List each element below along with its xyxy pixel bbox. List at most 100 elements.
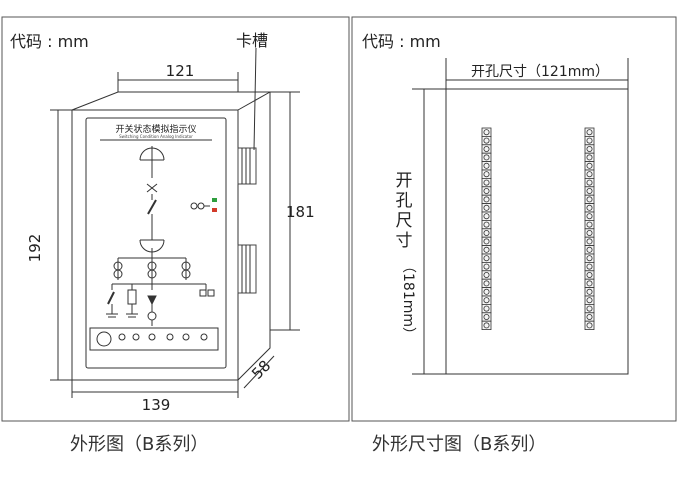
terminal-screw-icon xyxy=(483,246,490,253)
terminal-screw-icon xyxy=(483,154,490,161)
control-button-4 xyxy=(166,333,174,341)
terminal-screw-icon xyxy=(483,137,490,144)
terminal-screw-icon xyxy=(586,213,593,220)
terminal-screw-icon xyxy=(586,145,593,152)
right-caption: 外形尺寸图（B系列） xyxy=(372,434,547,455)
right-code-label: 代码 : mm xyxy=(362,32,441,51)
left-code-label: 代码 : mm xyxy=(10,32,89,51)
dim-bottom-label: 139 xyxy=(142,396,171,414)
terminal-screw-icon xyxy=(483,263,490,270)
upper-breaker-symbol xyxy=(139,147,165,161)
control-button-1 xyxy=(118,333,126,341)
terminal-screw-icon xyxy=(586,221,593,228)
dim-top-label: 121 xyxy=(166,62,195,80)
cutout-height-char-3: 尺 xyxy=(396,211,413,231)
led-green xyxy=(212,198,217,202)
cutout-outline xyxy=(445,88,629,375)
front-panel-inner xyxy=(85,117,227,369)
terminal-screw-icon xyxy=(586,263,593,270)
terminal-screw-icon xyxy=(586,313,593,320)
right-drawing xyxy=(412,58,629,375)
terminal-screw-icon xyxy=(586,288,593,295)
control-knob xyxy=(96,331,112,347)
terminal-screw-icon xyxy=(483,171,490,178)
cutout-height-char-4: 寸 xyxy=(396,231,413,251)
terminal-screw-icon xyxy=(483,288,490,295)
dim-left-label: 192 xyxy=(26,234,44,263)
terminal-screw-icon xyxy=(586,271,593,278)
dim-right-label: 181 xyxy=(286,203,315,221)
terminal-screw-icon xyxy=(586,297,593,304)
terminal-screw-icon xyxy=(586,129,593,136)
terminal-screw-icon xyxy=(483,162,490,169)
terminal-screw-icon xyxy=(483,129,490,136)
terminal-screw-icon xyxy=(483,229,490,236)
left-caption: 外形图（B系列） xyxy=(70,434,209,455)
control-button-5 xyxy=(182,333,190,341)
terminal-screw-icon xyxy=(483,196,490,203)
device-title: 开关状态模拟指示仪 xyxy=(115,123,196,135)
terminal-screw-icon xyxy=(483,145,490,152)
terminal-screw-icon xyxy=(586,204,593,211)
control-strip xyxy=(89,327,219,351)
indicator-box-1 xyxy=(199,289,207,297)
terminal-strip-right xyxy=(584,127,595,331)
terminal-screw-icon xyxy=(586,171,593,178)
cutout-height-value: （181mm） xyxy=(400,259,416,341)
terminal-screw-icon xyxy=(483,255,490,262)
switch-blade-symbol xyxy=(147,199,157,215)
terminal-screw-icon xyxy=(483,238,490,245)
terminal-screw-icon xyxy=(483,221,490,228)
terminal-screw-icon xyxy=(586,238,593,245)
terminal-screw-icon xyxy=(483,271,490,278)
control-button-2 xyxy=(132,333,140,341)
right-panel-border xyxy=(351,16,677,422)
terminal-screw-icon xyxy=(586,255,593,262)
terminal-screw-icon xyxy=(483,187,490,194)
terminal-screw-icon xyxy=(483,204,490,211)
ct-group-right xyxy=(181,258,191,280)
terminal-strip-left xyxy=(481,127,492,331)
slot-leader-line xyxy=(253,47,257,151)
terminal-screw-icon xyxy=(483,280,490,287)
terminal-cell xyxy=(584,320,595,331)
terminal-screw-icon xyxy=(483,213,490,220)
terminal-screw-icon xyxy=(586,187,593,194)
terminal-screw-icon xyxy=(586,305,593,312)
indicator-box-2 xyxy=(207,289,215,297)
cutout-height-char-2: 孔 xyxy=(396,191,413,211)
terminal-screw-icon xyxy=(586,162,593,169)
terminal-screw-icon xyxy=(586,137,593,144)
terminal-screw-icon xyxy=(483,305,490,312)
dim-depth-line xyxy=(243,355,275,389)
key-symbol xyxy=(190,202,210,210)
cutout-width-label: 开孔尺寸（121mm） xyxy=(471,64,609,80)
control-button-3 xyxy=(148,333,156,341)
terminal-screw-icon xyxy=(586,154,593,161)
terminal-screw-icon xyxy=(483,179,490,186)
terminal-screw-icon xyxy=(483,322,490,329)
slot-label: 卡槽 xyxy=(236,31,268,50)
terminal-strips xyxy=(481,127,595,331)
terminal-screw-icon xyxy=(483,313,490,320)
ct-group-center xyxy=(147,258,157,290)
terminal-screw-icon xyxy=(586,280,593,287)
led-red xyxy=(212,208,217,212)
case-depth-edge xyxy=(237,91,271,111)
terminal-cell xyxy=(481,320,492,331)
terminal-screw-icon xyxy=(483,297,490,304)
output-arrow xyxy=(147,295,157,306)
ct-group-left xyxy=(113,258,123,280)
terminal-screw-icon xyxy=(586,179,593,186)
slot-lower xyxy=(237,244,257,294)
terminal-screw-icon xyxy=(586,246,593,253)
left-panel-border xyxy=(1,16,350,422)
device-subtitle: Switching Condition Analog Indicator xyxy=(119,134,193,139)
terminal-screw-icon xyxy=(586,229,593,236)
control-button-6 xyxy=(200,333,208,341)
terminal-screw-icon xyxy=(586,196,593,203)
earth-switch-symbol xyxy=(107,291,115,305)
slot-upper xyxy=(237,147,257,185)
arrester-symbol xyxy=(127,289,137,305)
